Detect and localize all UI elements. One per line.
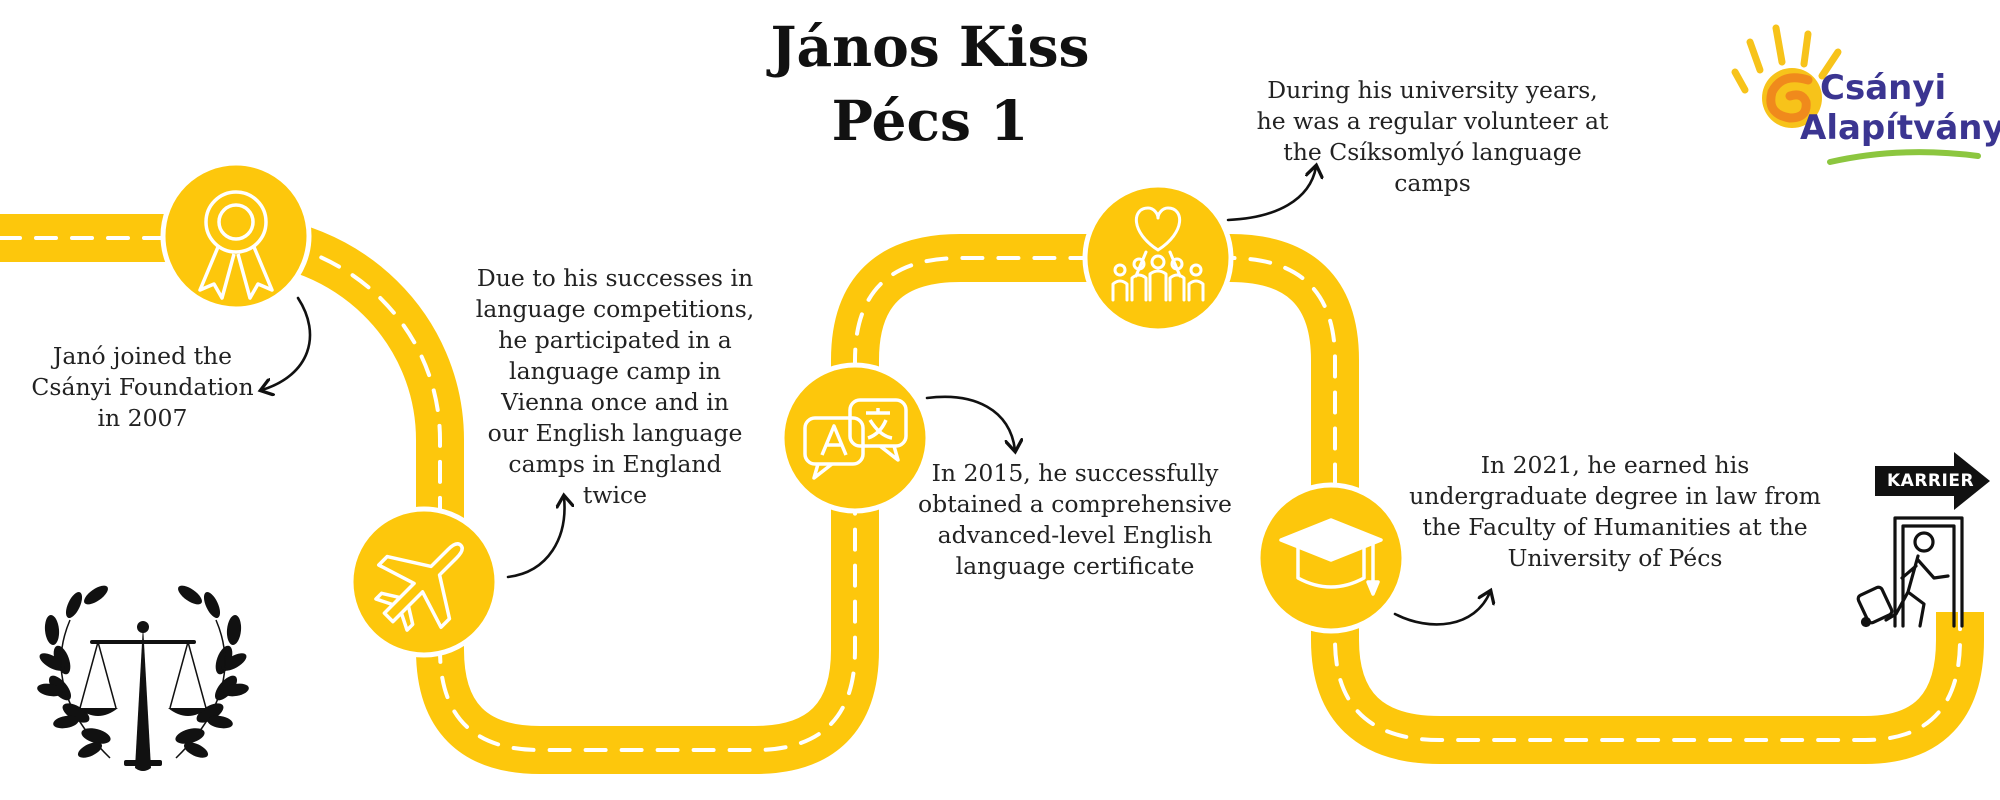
- page-title-name: János Kiss: [770, 14, 1090, 79]
- milestone-5-line-2: undergraduate degree in law from: [1409, 482, 1821, 510]
- milestone-2-line-3: he participated in a: [498, 326, 732, 354]
- milestone-airplane: [348, 506, 500, 658]
- milestone-2-line-2: language competitions,: [475, 295, 755, 323]
- milestone-text-5: In 2021, he earned his undergraduate deg…: [1400, 450, 1830, 574]
- milestone-volunteer: [1082, 182, 1234, 334]
- sun-hand-icon: [1731, 24, 1981, 165]
- milestone-4-line-4: camps: [1394, 169, 1471, 197]
- milestone-text-2: Due to his successes in language competi…: [465, 263, 765, 511]
- airplane-icon: [374, 542, 464, 632]
- milestone-5-line-3: the Faculty of Humanities at the: [1422, 513, 1808, 541]
- milestone-2-line-5: Vienna once and in: [501, 388, 729, 416]
- milestone-2-line-8: twice: [582, 481, 648, 509]
- milestone-5-line-4: University of Pécs: [1507, 544, 1723, 572]
- milestone-award: [160, 160, 312, 312]
- scales-of-justice-laurel-icon: [37, 585, 249, 771]
- milestone-3-line-2: obtained a comprehensive: [918, 490, 1232, 518]
- arrow-to-text-5: [1393, 592, 1490, 626]
- graduation-cap-icon: [1279, 518, 1383, 596]
- road-center-dashes: [0, 236, 1962, 752]
- milestone-3-line-4: language certificate: [955, 552, 1195, 580]
- arrow-to-text-4: [1226, 167, 1316, 222]
- arrow-to-text-3: [925, 395, 1015, 450]
- person-exit-door-icon: [1856, 516, 1964, 628]
- milestone-translate: [779, 362, 931, 514]
- milestone-3-line-1: In 2015, he successfully: [931, 459, 1219, 487]
- milestone-graduation: [1255, 482, 1407, 634]
- milestone-1-line-3: in 2007: [97, 404, 188, 432]
- milestone-text-3: In 2015, he successfully obtained a comp…: [900, 458, 1250, 582]
- page-title-school: Pécs 1: [831, 88, 1029, 153]
- logo-text-line2: Alapítvány: [1800, 108, 2000, 148]
- career-label: KARRIER: [1887, 471, 1975, 491]
- milestone-4-line-3: the Csíksomlyó language: [1283, 138, 1582, 166]
- milestone-4-line-2: he was a regular volunteer at: [1256, 107, 1609, 135]
- milestone-5-line-1: In 2021, he earned his: [1480, 451, 1750, 479]
- volunteer-heart-icon: [1111, 206, 1205, 302]
- award-ribbon-icon: [198, 190, 274, 300]
- milestone-text-1: Janó joined the Csányi Foundation in 200…: [30, 341, 255, 434]
- arrow-to-text-1: [262, 296, 312, 390]
- milestone-1-line-2: Csányi Foundation: [31, 373, 254, 401]
- milestone-1-line-1: Janó joined the: [52, 342, 233, 370]
- milestone-text-4: During his university years, he was a re…: [1245, 75, 1620, 199]
- milestone-4-line-1: During his university years,: [1267, 76, 1598, 104]
- translate-bubbles-icon: [803, 398, 908, 480]
- milestone-2-line-6: our English language: [487, 419, 743, 447]
- road: [0, 214, 1984, 774]
- arrow-to-text-2: [506, 497, 565, 579]
- milestone-2-line-7: camps in England: [508, 450, 722, 478]
- milestone-2-line-1: Due to his successes in: [476, 264, 754, 292]
- career-sign: [1875, 452, 1990, 510]
- logo-text-line1: Csányi: [1820, 68, 1947, 108]
- milestone-2-line-4: language camp in: [509, 357, 721, 385]
- pointer-arrows: [262, 167, 1490, 626]
- milestone-3-line-3: advanced-level English: [937, 521, 1213, 549]
